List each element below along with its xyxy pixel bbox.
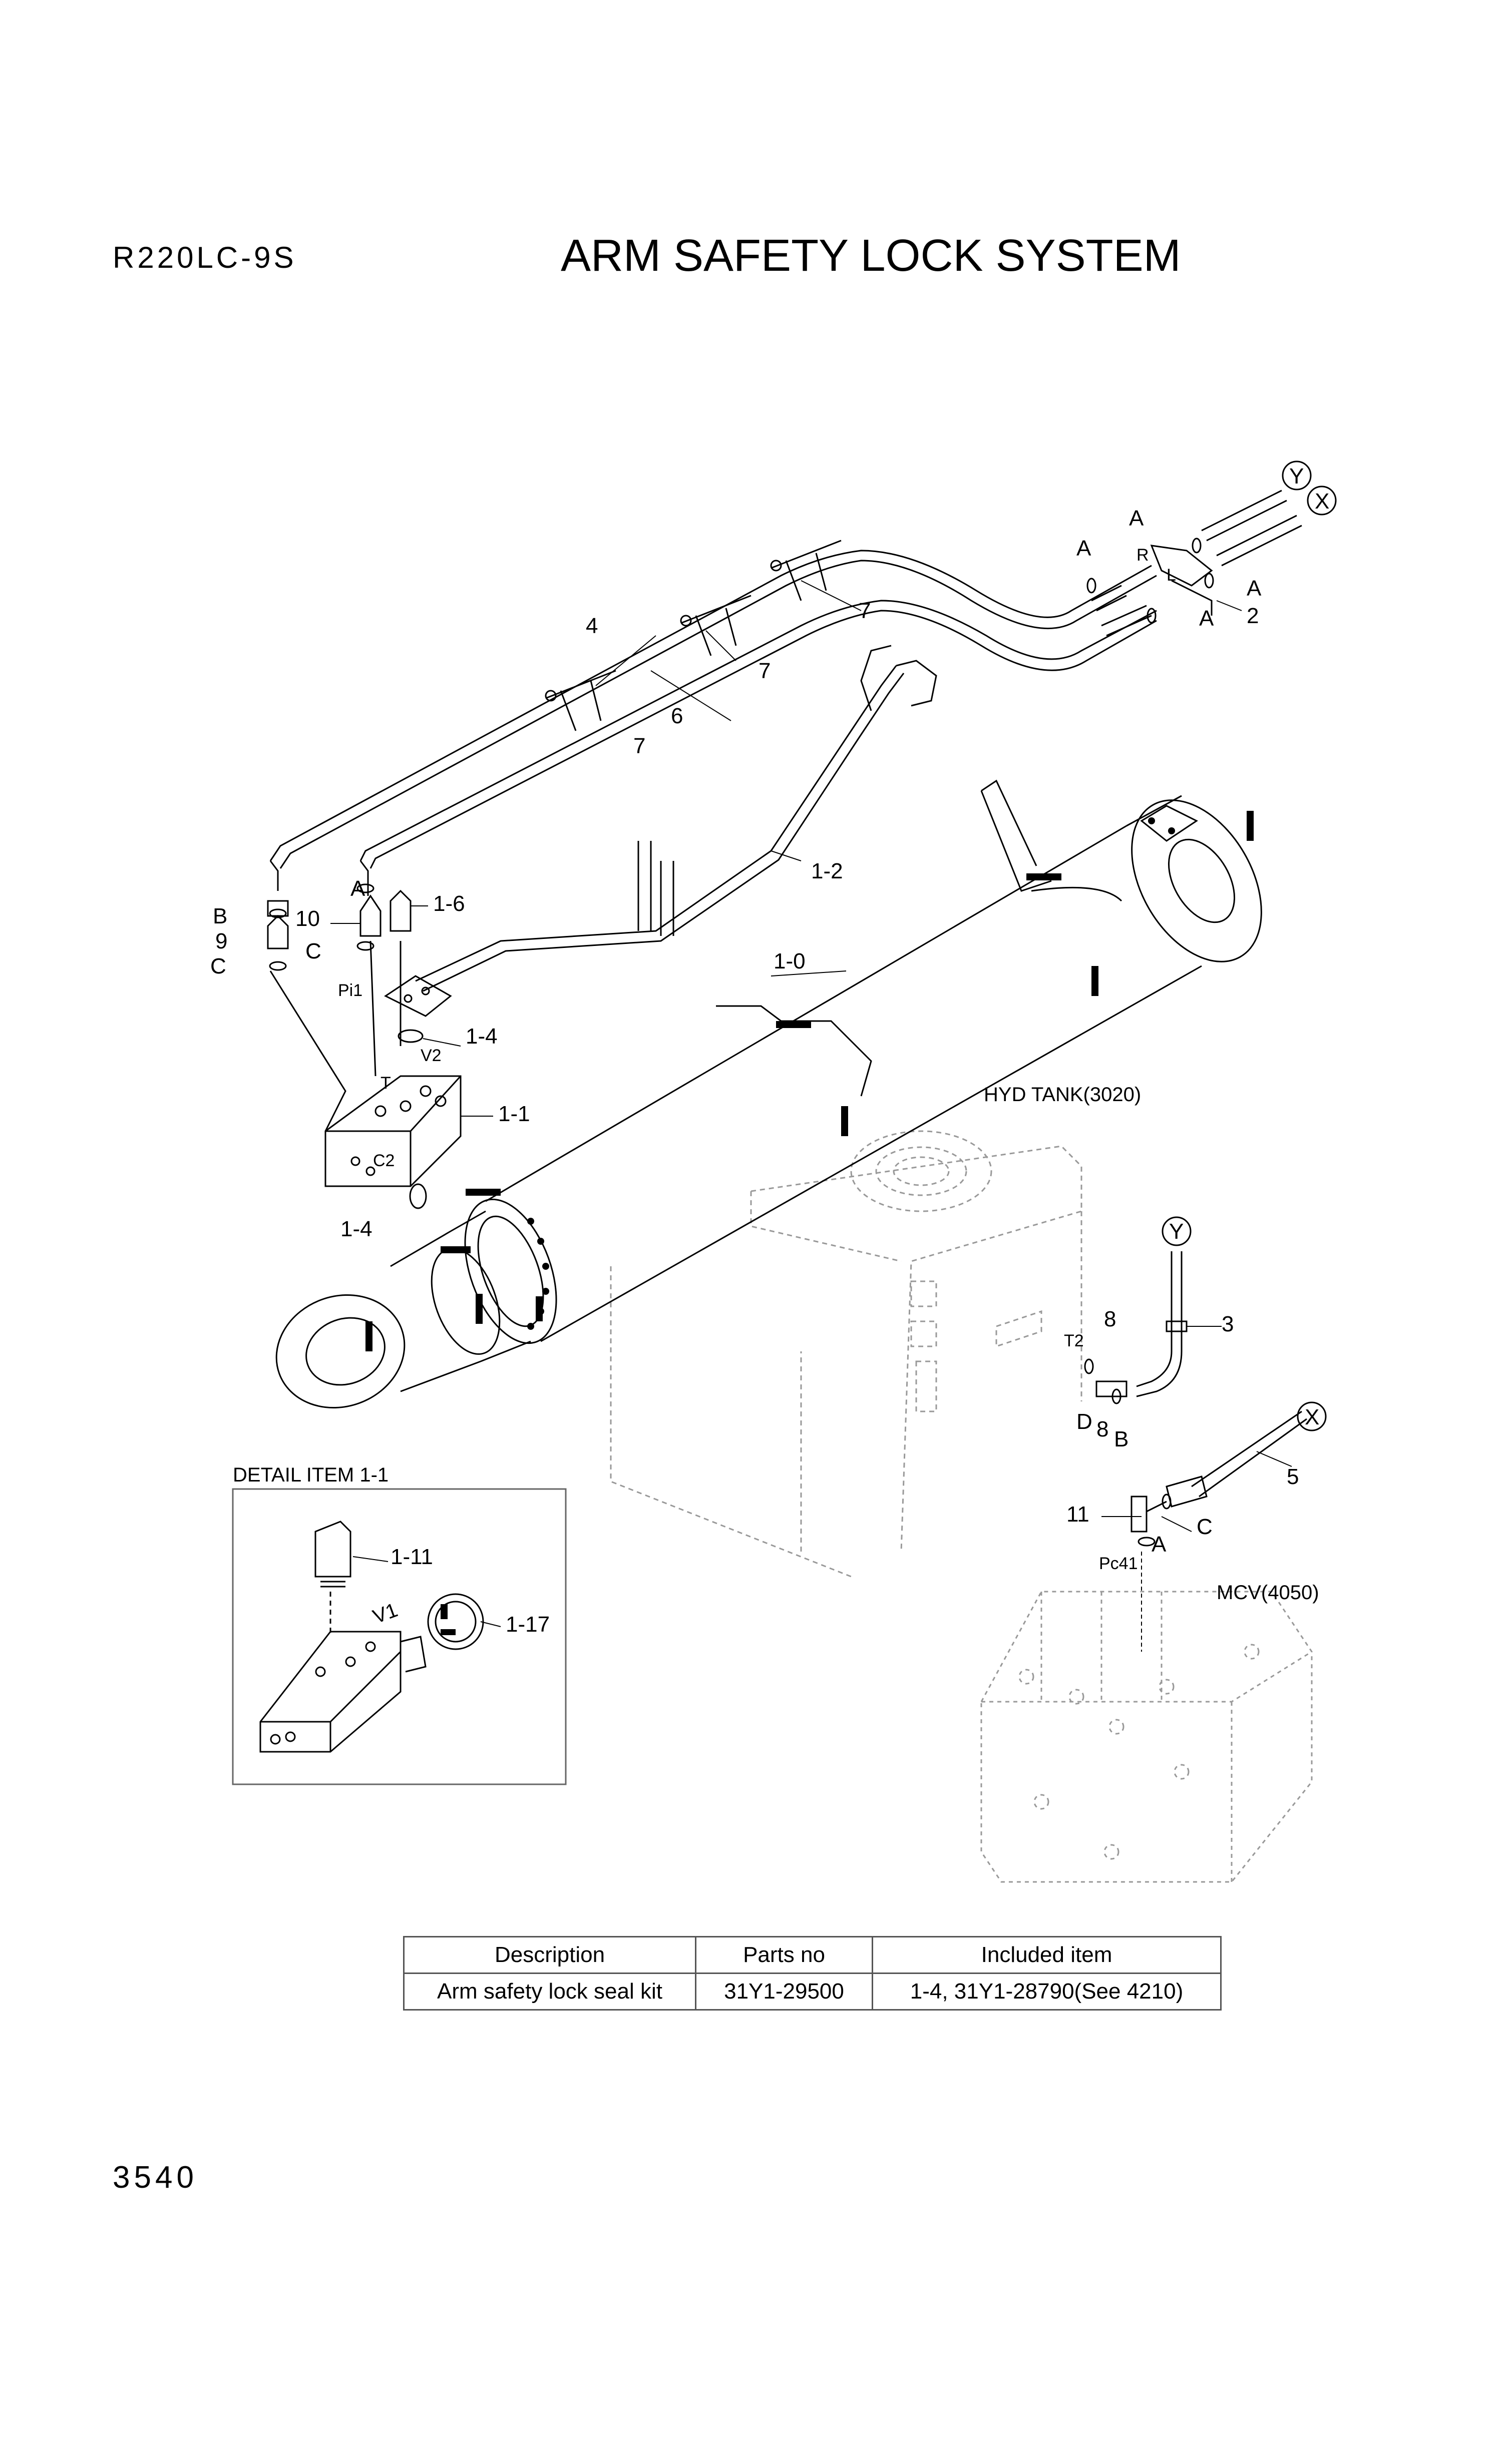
label-1-2: 1-2: [811, 859, 843, 883]
label-7-b: 7: [759, 659, 771, 683]
label-t2: T2: [1064, 1331, 1084, 1350]
cylinder-1-0: [275, 779, 1262, 1409]
cylinder-marks: [365, 811, 1254, 1351]
label-r: R: [1137, 546, 1149, 565]
label-c-2: C: [210, 954, 226, 978]
pipe-5: [1131, 1410, 1307, 1533]
label-a-6: A: [1152, 1532, 1167, 1557]
o-rings: [269, 883, 427, 1209]
detail-title: DETAIL ITEM 1-1: [233, 1464, 389, 1486]
label-hyd-tank: HYD TANK(3020): [984, 1084, 1141, 1106]
label-7-c: 7: [633, 734, 645, 758]
label-d: D: [1076, 1409, 1092, 1434]
table-cell: 1-4, 31Y1-28790(See 4210): [872, 1973, 1222, 2011]
label-b-2: B: [1114, 1427, 1128, 1451]
fitting-o-rings: [1084, 538, 1214, 1547]
detail-box: [232, 1488, 567, 1785]
label-3: 3: [1222, 1312, 1234, 1336]
pipe-clamps-7: [545, 540, 842, 731]
table-header-row: Description Parts no Included item: [403, 1936, 1222, 1974]
label-v1: V1: [370, 1599, 401, 1628]
label-a-4: A: [1199, 606, 1214, 631]
table-header: Included item: [872, 1936, 1222, 1974]
label-a-1: A: [1129, 506, 1144, 531]
label-v2: V2: [421, 1046, 442, 1065]
label-7-a: 7: [859, 599, 871, 623]
label-a-5: A: [350, 876, 365, 901]
label-y-mid: Y: [1169, 1219, 1184, 1244]
label-9: 9: [215, 929, 227, 953]
label-6: 6: [671, 704, 683, 728]
pipes-4-6: [269, 550, 1157, 869]
cylinder-flange-bolts: [527, 817, 1175, 1330]
mcv-outline: [980, 1591, 1313, 1883]
label-8-b: 8: [1096, 1417, 1108, 1441]
page-title: ARM SAFETY LOCK SYSTEM: [561, 231, 1181, 281]
detail-item-1-1: [259, 1521, 484, 1753]
label-pc41: Pc41: [1099, 1554, 1138, 1573]
table-header: Description: [403, 1936, 696, 1974]
label-1-17: 1-17: [506, 1612, 550, 1637]
label-c2: C2: [373, 1151, 395, 1170]
label-a-2: A: [1076, 536, 1091, 561]
label-mcv: MCV(4050): [1217, 1582, 1319, 1604]
label-5: 5: [1287, 1464, 1299, 1489]
label-8-a: 8: [1104, 1307, 1116, 1331]
label-2: 2: [1247, 604, 1259, 628]
label-1-4-a: 1-4: [466, 1024, 498, 1049]
label-l: L: [1167, 566, 1176, 585]
label-x-top: X: [1315, 489, 1329, 514]
label-y-top: Y: [1289, 464, 1304, 488]
leader-lines: [330, 580, 1292, 1652]
label-1-1: 1-1: [498, 1102, 530, 1126]
label-x-mid: X: [1305, 1405, 1319, 1429]
pipe-3: [1095, 1251, 1188, 1397]
label-10: 10: [295, 906, 320, 931]
parts-table: Description Parts no Included item Arm s…: [403, 1936, 1222, 2011]
valve-2: [1091, 489, 1302, 637]
pipe-1-2: [415, 645, 937, 992]
label-a-3: A: [1247, 576, 1262, 601]
table-header: Parts no: [695, 1936, 873, 1974]
label-1-6: 1-6: [433, 891, 465, 916]
detail-marks: [441, 1604, 456, 1635]
label-pi1: Pi1: [338, 981, 362, 1000]
label-b-1: B: [213, 904, 227, 928]
label-1-4-b: 1-4: [340, 1217, 372, 1241]
label-c-3: C: [1197, 1515, 1213, 1539]
circle-markers: [1162, 460, 1337, 1431]
table-cell: 31Y1-29500: [695, 1973, 873, 2011]
block-1-1: [267, 860, 462, 1187]
label-1-0: 1-0: [774, 949, 806, 973]
model-code: R220LC-9S: [113, 241, 297, 274]
table-cell: Arm safety lock seal kit: [403, 1973, 696, 2011]
label-t: T: [381, 1074, 391, 1093]
callouts: Y X A A R L A A 2 7 4 7 6 7 1-2 A 1-6 B …: [210, 464, 1329, 1637]
label-c-1: C: [305, 939, 321, 963]
page-number: 3540: [113, 2160, 198, 2195]
label-11: 11: [1066, 1502, 1089, 1527]
table-row: Arm safety lock seal kit 31Y1-29500 1-4,…: [403, 1973, 1222, 2011]
label-1-11: 1-11: [391, 1545, 433, 1569]
hyd-tank-outline: [610, 1130, 1082, 1578]
label-4: 4: [586, 614, 598, 638]
